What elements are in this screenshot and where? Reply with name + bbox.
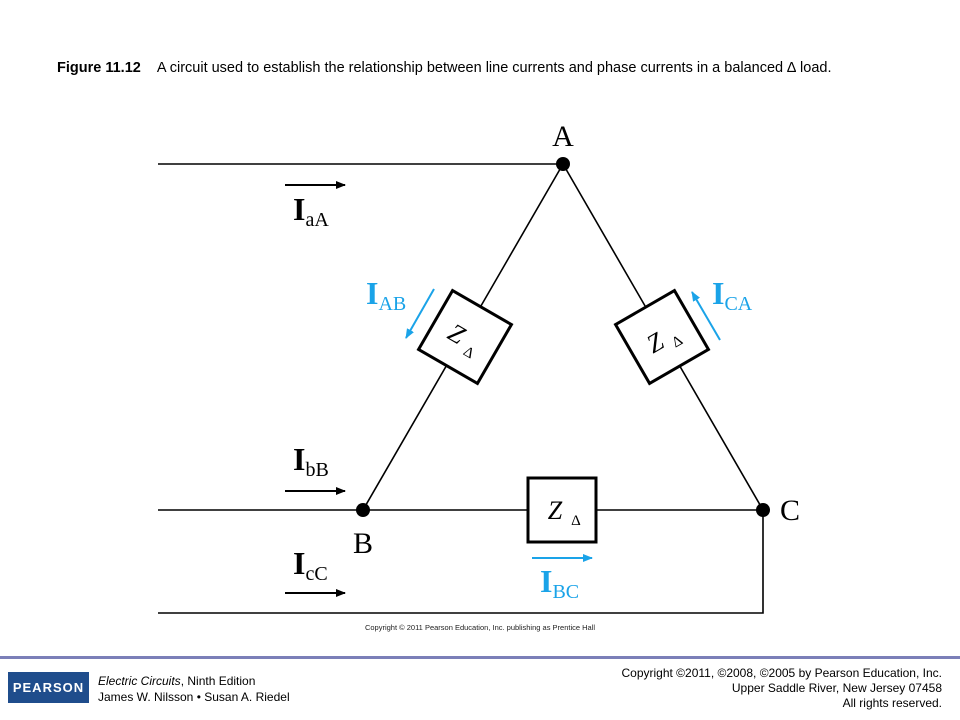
label-iaa-sub: aA (305, 209, 329, 231)
footer-divider (0, 656, 960, 659)
node-b-label: B (353, 527, 373, 560)
book-edition: , Ninth Edition (180, 674, 256, 688)
arrow-iab (405, 288, 435, 339)
node-b-dot (356, 503, 370, 517)
book-title: Electric Circuits (98, 674, 181, 688)
impedance-bc-subscript: Δ (571, 513, 581, 529)
line-wire-c (158, 510, 764, 614)
pearson-logo-text: PEARSON (12, 680, 85, 695)
publisher-rights: All rights reserved. (842, 696, 942, 710)
label-iaa: IaA (293, 191, 329, 231)
pearson-logo: PEARSON (8, 672, 89, 703)
label-iab-main: I (366, 275, 378, 311)
label-icc-sub: cC (305, 563, 327, 585)
label-ibc-sub: BC (552, 581, 579, 603)
node-c-dot (756, 503, 770, 517)
label-ibb-sub: bB (305, 459, 328, 481)
figure-copyright: Copyright © 2011 Pearson Education, Inc.… (364, 623, 596, 632)
label-ica-sub: CA (724, 293, 752, 315)
label-iaa-main: I (293, 191, 305, 227)
publisher-copyright: Copyright ©2011, ©2008, ©2005 by Pearson… (621, 666, 942, 680)
label-ica-main: I (712, 275, 724, 311)
node-c-label: C (780, 494, 800, 527)
book-authors: James W. Nilsson • Susan A. Riedel (98, 690, 290, 704)
node-a-dot (556, 157, 570, 171)
label-icc-main: I (293, 545, 305, 581)
impedance-ca: Z Δ (613, 288, 711, 386)
label-ibc: IBC (540, 563, 579, 603)
publisher-info: Copyright ©2011, ©2008, ©2005 by Pearson… (621, 666, 942, 711)
label-ibb-main: I (293, 441, 305, 477)
label-iab-sub: AB (378, 293, 406, 315)
figure-caption: Figure 11.12 A circuit used to establish … (57, 59, 907, 78)
publisher-address: Upper Saddle River, New Jersey 07458 (731, 681, 942, 695)
impedance-ab: Z Δ (416, 288, 514, 386)
node-a-label: A (552, 120, 574, 153)
arrow-ica (691, 291, 721, 341)
impedance-bc: Z Δ (526, 476, 598, 544)
label-ica: ICA (712, 275, 753, 315)
label-iab: IAB (366, 275, 406, 315)
label-ibb: IbB (293, 441, 329, 481)
label-ibc-main: I (540, 563, 552, 599)
book-info: Electric Circuits, Ninth Edition James W… (98, 673, 290, 705)
caption-text: A circuit used to establish the relation… (156, 60, 832, 76)
figure-label: Figure 11.12 (57, 60, 141, 76)
impedance-bc-symbol: Z (548, 496, 563, 525)
label-icc: IcC (293, 545, 328, 585)
